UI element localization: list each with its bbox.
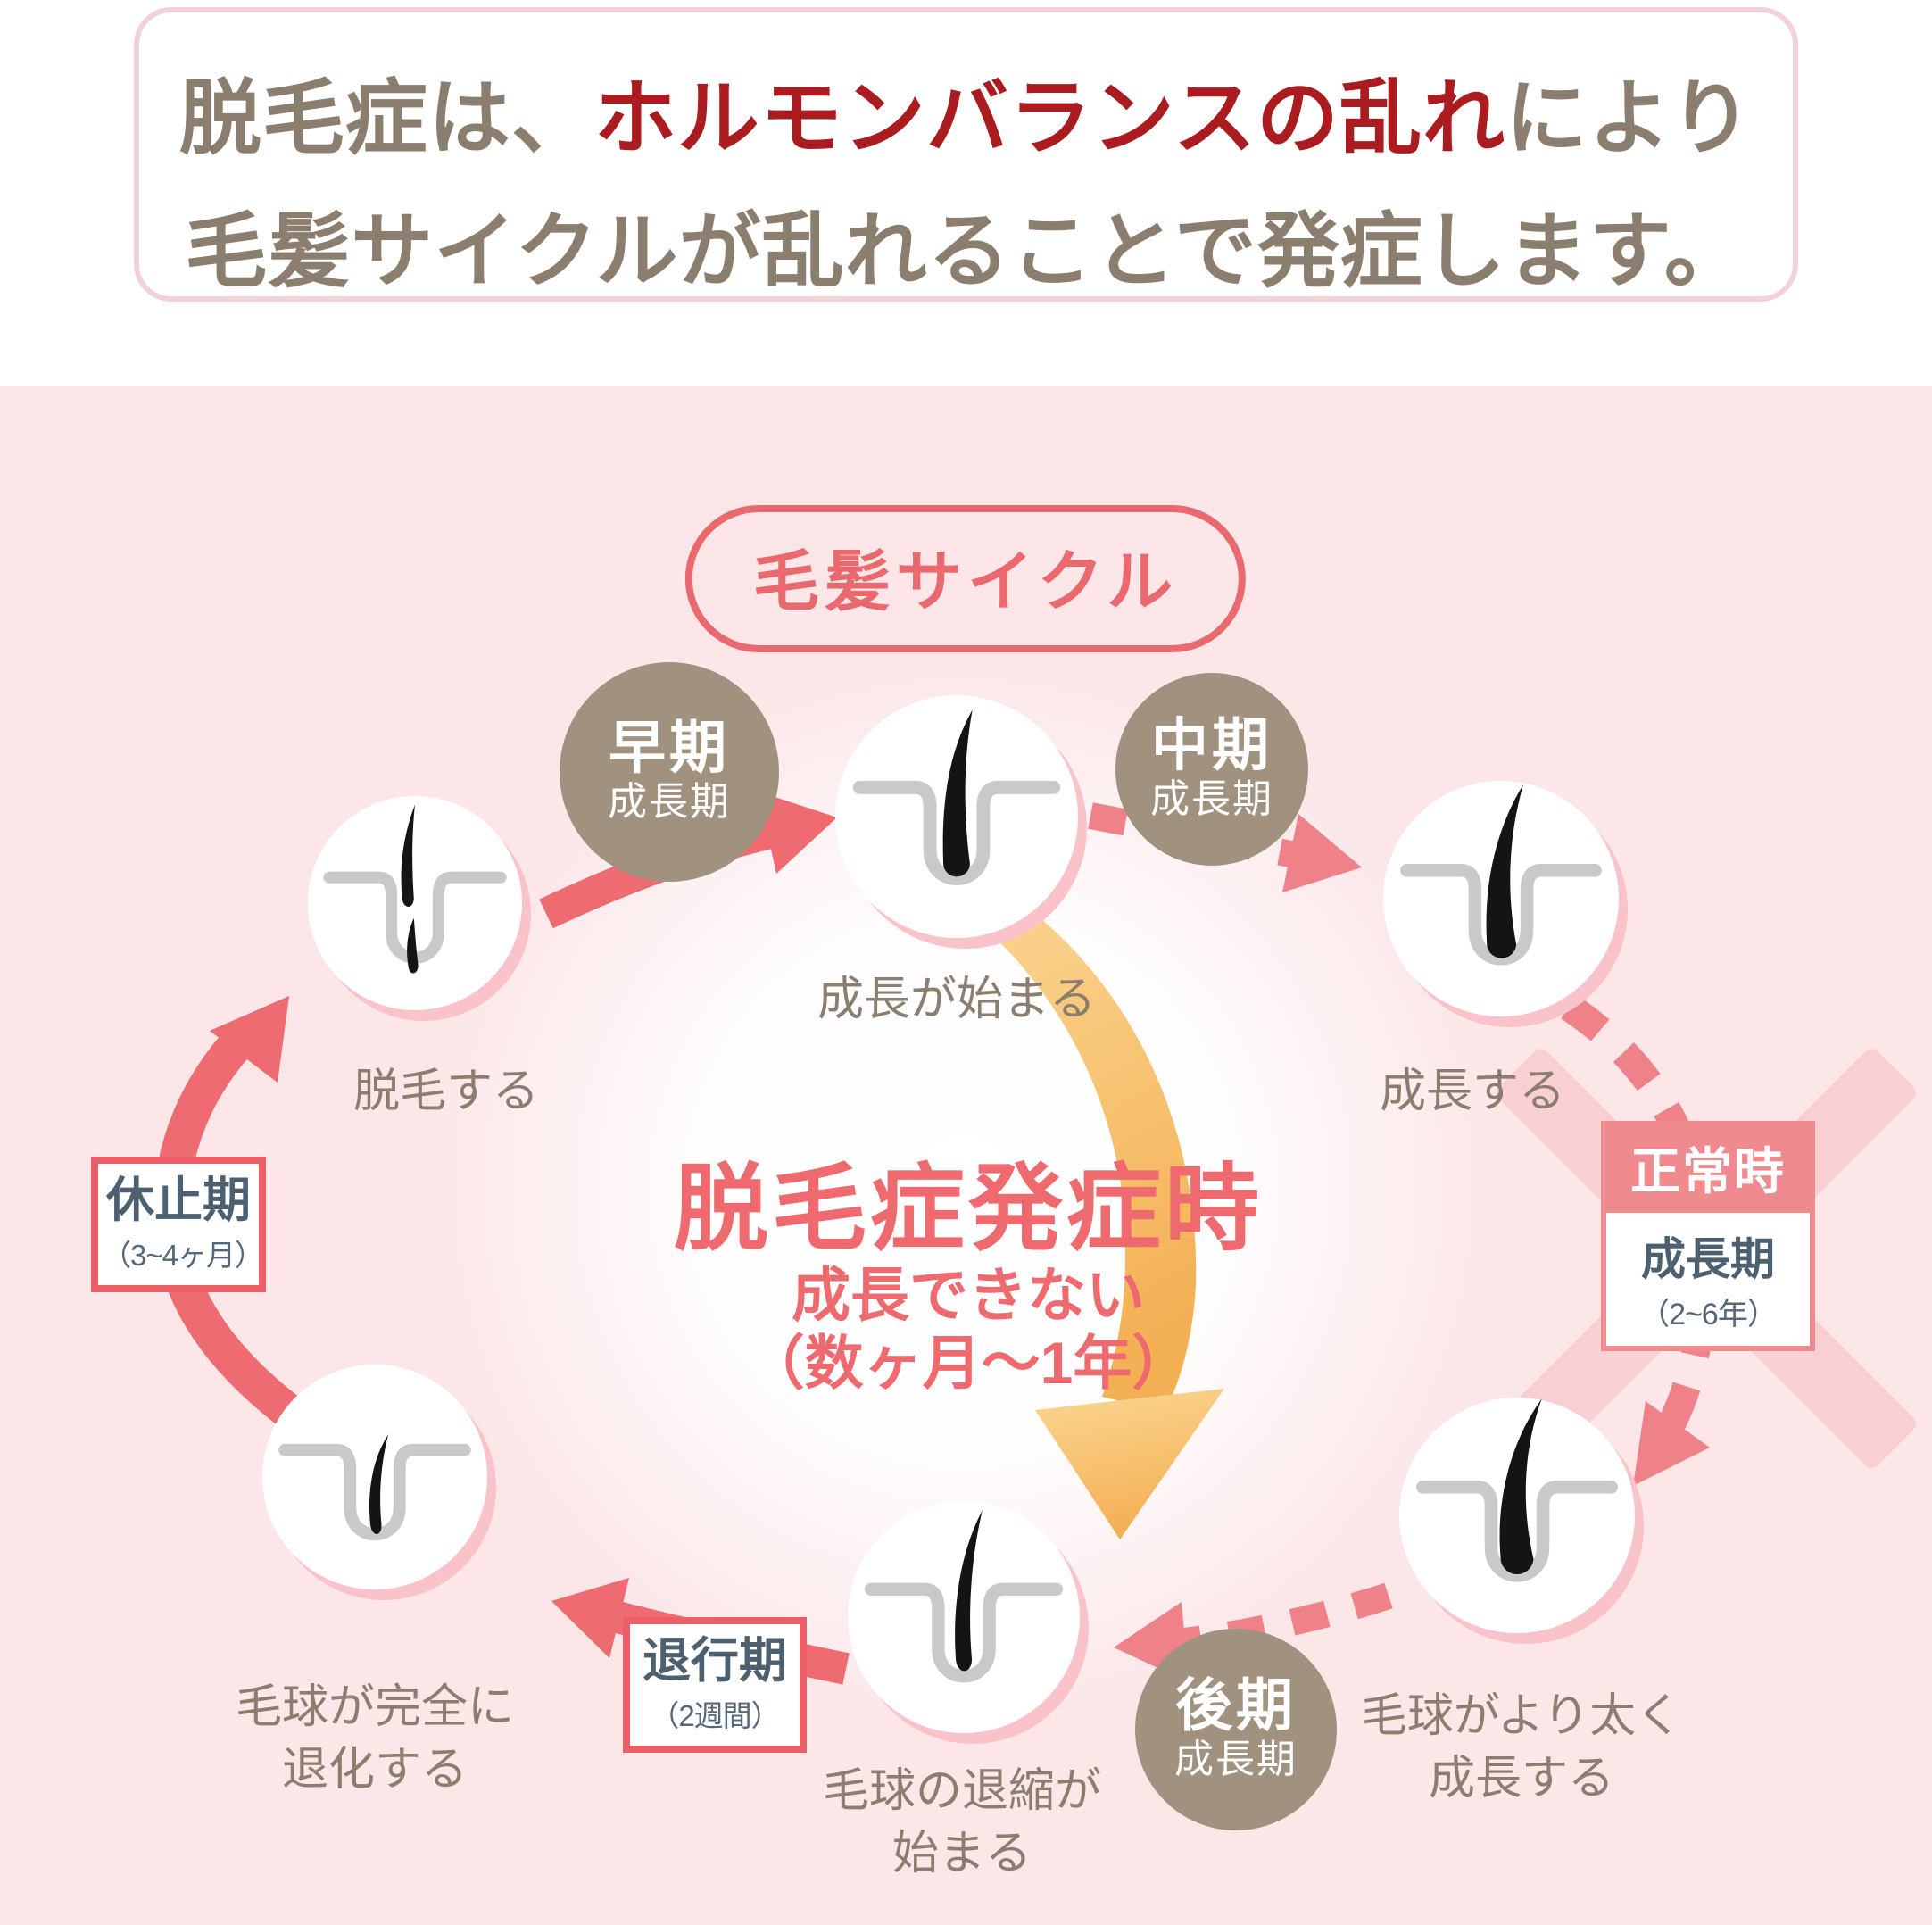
catagen-title: 退行期 — [643, 1634, 787, 1688]
catagen-phase-box: 退行期 （2週間） — [623, 1617, 807, 1754]
hair-shaft — [955, 1510, 983, 1672]
follicle-circle-bulb-thickens — [1399, 1398, 1635, 1633]
hair-shaft — [1499, 1398, 1542, 1575]
catagen-duration: （2週間） — [650, 1699, 780, 1733]
headline-box: 脱毛症は、ホルモンバランスの乱れにより 毛髪サイクルが乱れることで発症します。 — [134, 7, 1798, 302]
label-growth-begins: 成長が始まる — [817, 974, 1097, 1025]
badge-mid-line1: 中期 — [1151, 713, 1273, 778]
skin-follicle-outline — [864, 1582, 1064, 1683]
skin-follicle-outline — [1416, 1481, 1618, 1582]
label-shedding: 脱毛する — [352, 1066, 540, 1117]
shed-hair-shaft — [401, 804, 415, 907]
alopecia-onset-line1: 成長できない — [792, 1262, 1145, 1328]
label-bulb-degenerates-line1: 毛球が完全に — [235, 1681, 515, 1733]
label-bulb-thickens-line1: 毛球がより太く — [1360, 1690, 1683, 1742]
alopecia-onset-title: 脱毛症発症時 — [674, 1157, 1263, 1262]
label-growing: 成長する — [1379, 1066, 1566, 1117]
cycle-title-pill: 毛髪サイクル — [684, 505, 1247, 652]
normal-state-duration: （2~6年） — [1639, 1298, 1778, 1332]
normal-state-header: 正常時 — [1606, 1126, 1810, 1213]
headline-line1-suffix: により — [1505, 73, 1754, 164]
badge-late-growth: 後期 成長期 — [1135, 1629, 1337, 1830]
follicle-circle-growing — [1383, 781, 1619, 1016]
follicle-circle-shedding — [308, 796, 522, 1010]
telogen-title: 休止期 — [106, 1174, 251, 1227]
hair-follicle-bulb-degenerates-icon — [278, 1434, 471, 1541]
badge-late-line2: 成長期 — [1174, 1738, 1298, 1782]
label-bulb-degenerates: 毛球が完全に 退化する — [236, 1676, 514, 1801]
headline-line1: 脱毛症は、ホルモンバランスの乱れにより — [139, 52, 1793, 170]
hair-follicle-shedding-icon — [323, 804, 507, 974]
label-bulb-regression-line2: 始まる — [891, 1828, 1032, 1880]
badge-early-line2: 成長期 — [608, 780, 731, 825]
follicle-circle-growth-begins — [835, 695, 1078, 938]
hair-follicle-bulb-thickens-icon — [1416, 1398, 1618, 1582]
follicle-circle-bulb-degenerates — [262, 1365, 487, 1589]
label-bulb-regression-line1: 毛球の退縮が — [822, 1765, 1102, 1817]
badge-early-growth: 早期 成長期 — [560, 662, 779, 882]
skin-follicle-outline — [1400, 864, 1602, 966]
hair-follicle-growing-icon — [1400, 784, 1602, 966]
hair-follicle-bulb-regression-icon — [864, 1510, 1064, 1683]
badge-late-line1: 後期 — [1175, 1673, 1297, 1738]
alopecia-onset-line2: （数ヶ月～1年） — [745, 1330, 1191, 1396]
headline-line2: 毛髪サイクルが乱れることで発症します。 — [185, 206, 1747, 297]
label-bulb-thickens-line2: 成長する — [1428, 1753, 1614, 1805]
headline-line1-highlight: ホルモンバランスの乱れ — [593, 73, 1505, 164]
label-bulb-thickens: 毛球がより太く 成長する — [1361, 1685, 1682, 1810]
normal-state-box: 正常時 成長期 （2~6年） — [1601, 1121, 1815, 1351]
label-bulb-degenerates-line2: 退化する — [281, 1744, 468, 1796]
hair-shaft — [942, 709, 973, 877]
badge-mid-line2: 成長期 — [1150, 777, 1273, 822]
label-bulb-regression: 毛球の退縮が 始まる — [823, 1760, 1101, 1885]
badge-mid-growth: 中期 成長期 — [1115, 673, 1308, 866]
normal-state-phase: 成長期 — [1641, 1234, 1775, 1284]
follicle-circle-bulb-regression — [848, 1501, 1080, 1733]
regressed-hair-shaft — [369, 1434, 389, 1534]
skin-follicle-outline — [852, 780, 1061, 885]
headline-line1-prefix: 脱毛症は、 — [178, 73, 594, 164]
new-hair-shaft — [407, 917, 419, 974]
badge-early-line1: 早期 — [609, 716, 730, 781]
cycle-title: 毛髪サイクル — [752, 544, 1179, 618]
hair-shaft — [1486, 784, 1524, 958]
telogen-duration: （3~4ヶ月） — [102, 1239, 264, 1273]
skin-follicle-outline — [278, 1443, 471, 1541]
hair-follicle-growth-begins-icon — [852, 709, 1061, 885]
telogen-phase-box: 休止期 （3~4ヶ月） — [91, 1157, 266, 1293]
